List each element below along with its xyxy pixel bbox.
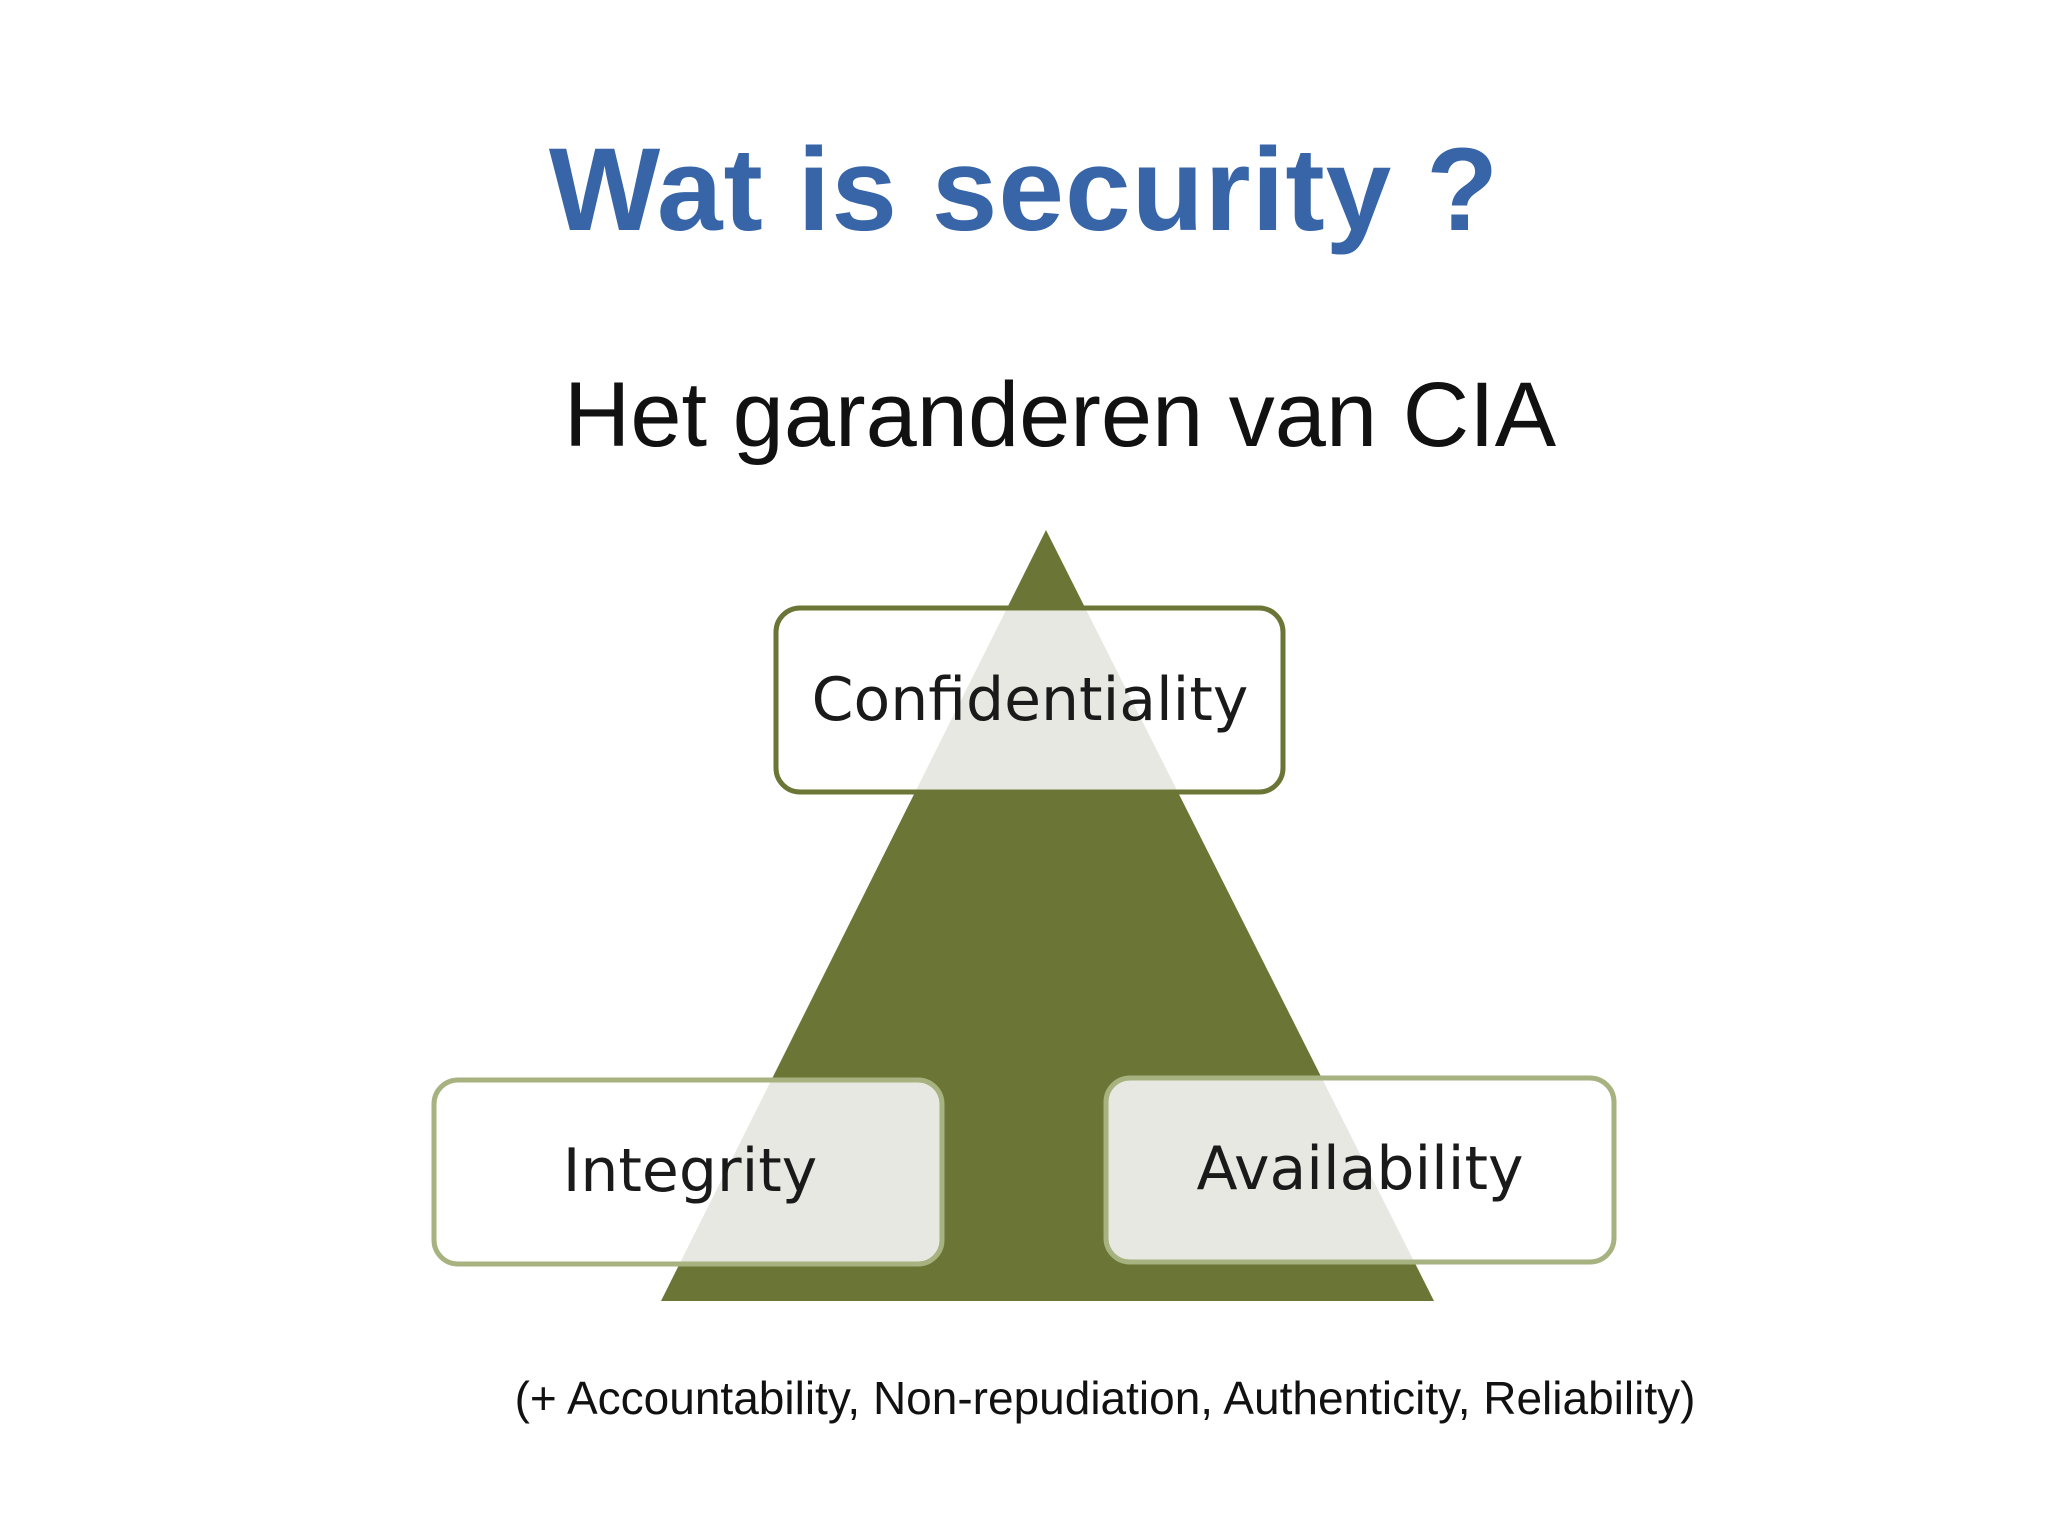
integrity-label: Integrity: [563, 1136, 818, 1206]
integrity-box: Integrity: [431, 1077, 945, 1267]
availability-box: Availability: [1103, 1075, 1617, 1265]
availability-label: Availability: [1196, 1134, 1523, 1204]
confidentiality-box: Confidentiality: [773, 605, 1286, 795]
slide-title: Wat is security ?: [548, 124, 1500, 256]
slide-subtitle: Het garanderen van CIA: [563, 364, 1557, 466]
footnote: (+ Accountability, Non-repudiation, Auth…: [514, 1372, 1696, 1424]
confidentiality-label: Confidentiality: [812, 665, 1249, 735]
